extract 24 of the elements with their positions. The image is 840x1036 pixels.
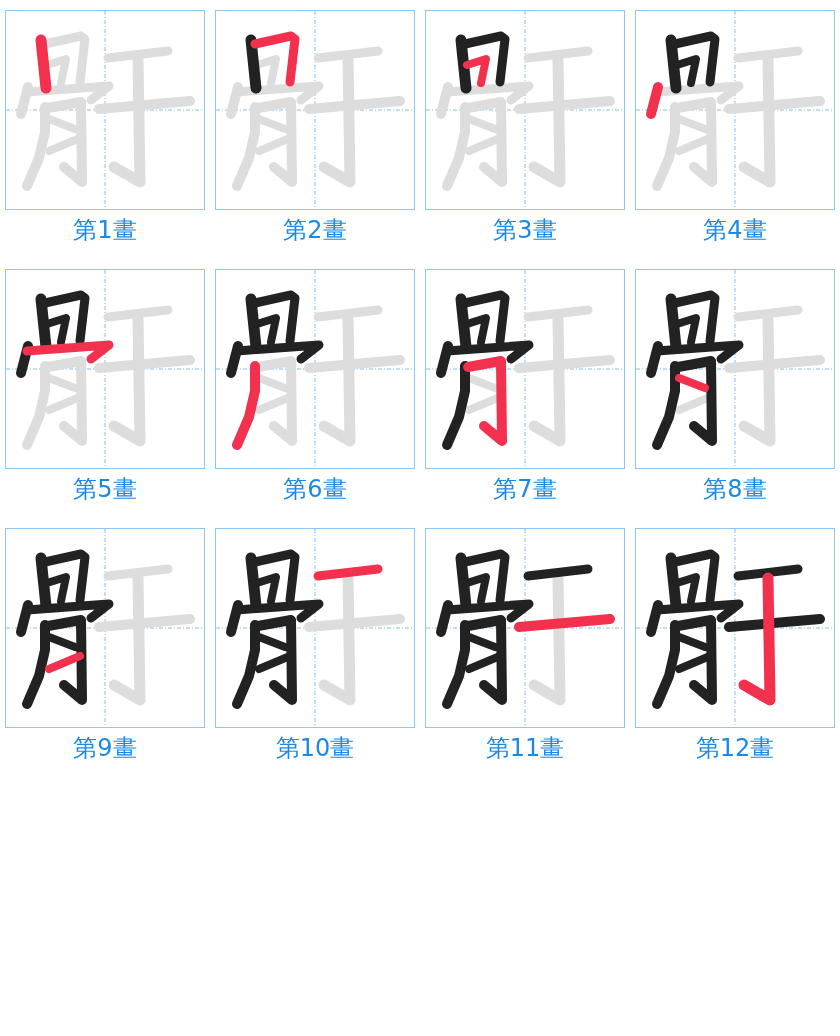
stroke-order-drawing (5, 269, 205, 469)
stroke-caption: 第1畫 (73, 216, 137, 244)
stroke-order-drawing (425, 528, 625, 728)
stroke-order-drawing (215, 269, 415, 469)
stroke-order-drawing (635, 269, 835, 469)
stroke-order-drawing (215, 10, 415, 210)
stroke-order-drawing (635, 528, 835, 728)
stroke-order-drawing (635, 10, 835, 210)
stroke-order-drawing (425, 269, 625, 469)
stroke-caption: 第11畫 (485, 734, 565, 762)
stroke-order-drawing (5, 528, 205, 728)
stroke-caption: 第2畫 (283, 216, 347, 244)
stroke-caption: 第12畫 (695, 734, 775, 762)
stroke-order-drawing (5, 10, 205, 210)
stroke-caption: 第4畫 (703, 216, 767, 244)
stroke-caption: 第3畫 (493, 216, 557, 244)
stroke-caption: 第6畫 (283, 475, 347, 503)
stroke-caption: 第8畫 (703, 475, 767, 503)
stroke-caption: 第10畫 (275, 734, 355, 762)
stroke-caption: 第7畫 (493, 475, 557, 503)
stroke-caption: 第5畫 (73, 475, 137, 503)
stroke-order-drawing (215, 528, 415, 728)
stroke-order-drawing (425, 10, 625, 210)
stroke-caption: 第9畫 (73, 734, 137, 762)
